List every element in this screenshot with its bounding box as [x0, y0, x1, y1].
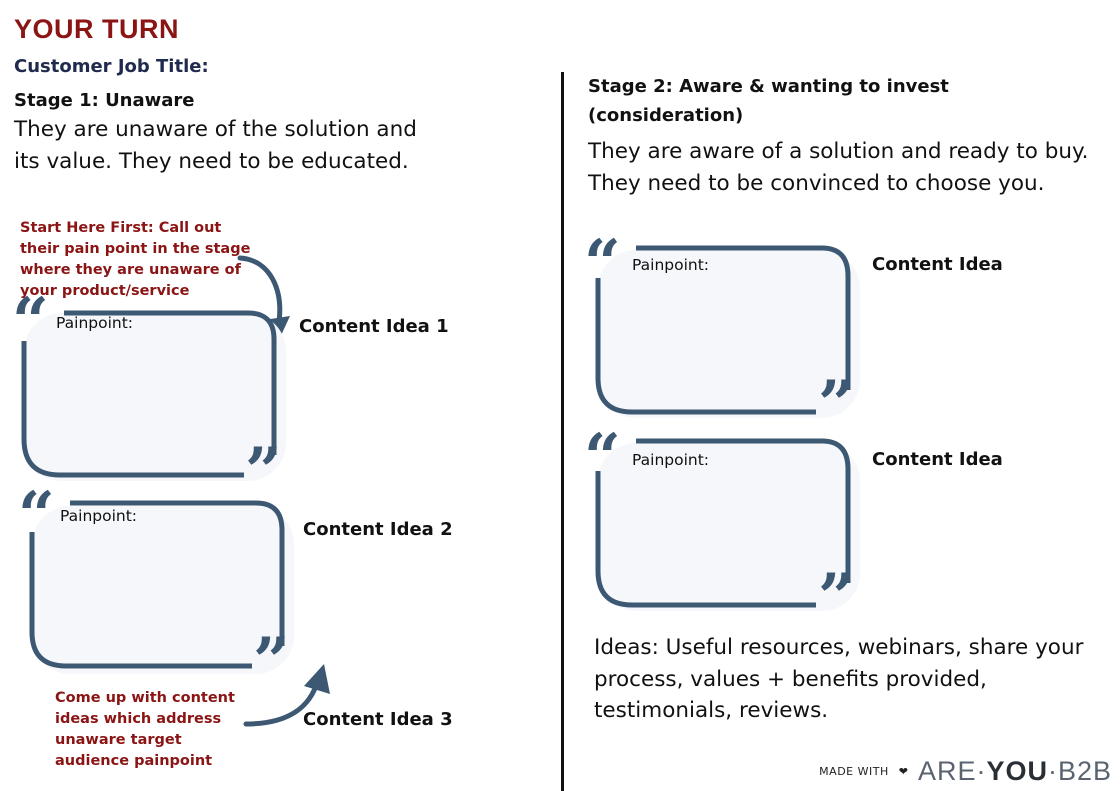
- open-quote-icon: “: [584, 226, 621, 301]
- page-title: YOUR TURN: [14, 14, 179, 44]
- open-quote-icon: “: [12, 284, 49, 359]
- stage1-description: They are unaware of the solution and its…: [14, 117, 417, 174]
- stage2-description: They are aware of a solution and ready t…: [588, 139, 1089, 196]
- painpoint-label: Painpoint:: [60, 507, 138, 525]
- content-idea-label: Content Idea 2: [303, 519, 453, 540]
- quote-frame: [595, 245, 860, 418]
- quote-frame: [21, 310, 286, 481]
- made-with-label: MADE WITH: [819, 765, 889, 778]
- stage2-heading: Stage 2: Aware & wanting to invest (cons…: [588, 76, 949, 126]
- close-quote-icon: ”: [245, 434, 282, 509]
- stage1-content-note: Come up with content ideas which address…: [55, 690, 235, 769]
- close-quote-icon: ”: [818, 560, 855, 635]
- close-quote-icon: ”: [253, 624, 290, 699]
- open-quote-icon: “: [18, 478, 55, 553]
- heart-icon: ❤: [898, 765, 908, 778]
- painpoint-label: Painpoint:: [56, 314, 134, 332]
- customer-job-title-label: Customer Job Title:: [14, 56, 209, 77]
- open-quote-icon: “: [584, 420, 621, 495]
- curved-arrow-up-icon: [243, 664, 330, 727]
- painpoint-label: Painpoint:: [632, 256, 710, 274]
- content-idea-label: Content Idea: [872, 449, 1003, 470]
- content-idea-label: Content Idea 1: [299, 316, 449, 337]
- stage2-ideas: Ideas: Useful resources, webinars, share…: [594, 635, 1084, 723]
- content-idea-label: Content Idea: [872, 254, 1003, 275]
- content-idea-3-label: Content Idea 3: [303, 709, 453, 730]
- close-quote-icon: ”: [818, 367, 855, 442]
- quote-frame: [29, 500, 294, 674]
- stage1-start-note: Start Here First: Call out their pain po…: [20, 220, 251, 299]
- made-with-branding: MADE WITH ❤ ARE·YOU·B2B: [819, 756, 1112, 787]
- painpoint-label: Painpoint:: [632, 451, 710, 469]
- quote-frame: [595, 438, 860, 611]
- brand-logo: ARE·YOU·B2B: [917, 756, 1112, 786]
- column-divider: [561, 72, 564, 791]
- stage1-heading: Stage 1: Unaware: [14, 90, 195, 111]
